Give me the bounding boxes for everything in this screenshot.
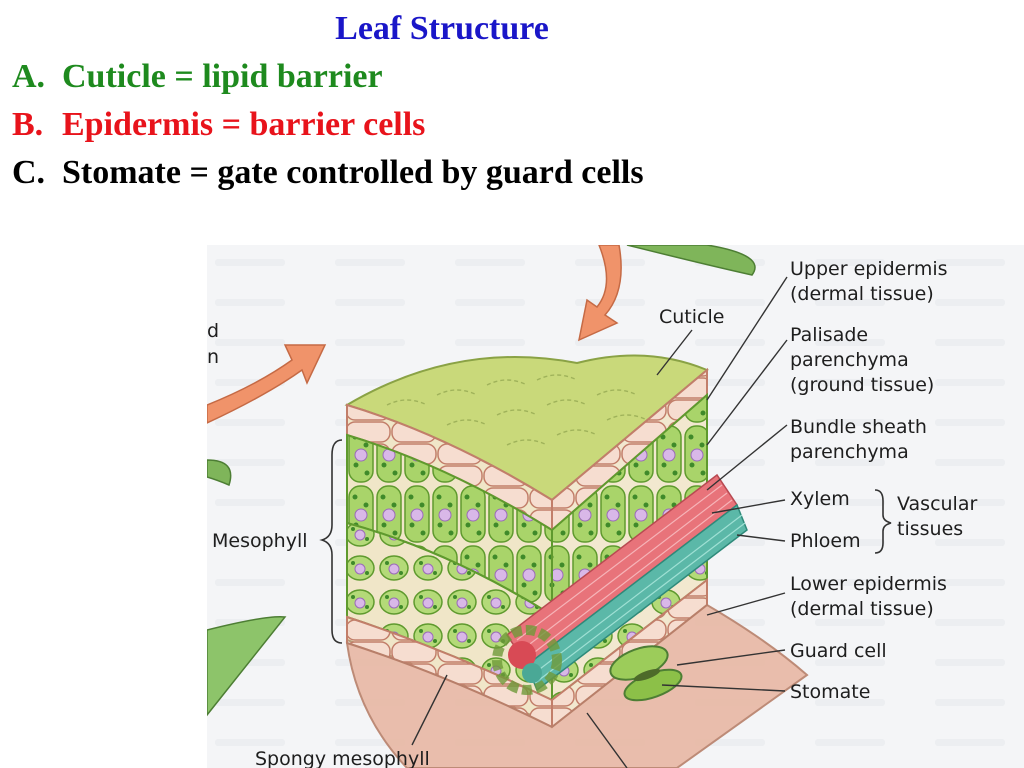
label-palisade-sub2: (ground tissue) (790, 374, 934, 396)
mesophyll-bracket (319, 439, 343, 644)
label-upper-epidermis: Upper epidermis (790, 258, 948, 280)
list-letter: B. (12, 106, 44, 143)
list-item-stomate: C. Stomate = gate controlled by guard cel… (12, 154, 644, 192)
label-xylem: Xylem (790, 488, 850, 510)
leaf-fragment-icon (207, 616, 287, 717)
label-edge-n: n (207, 346, 219, 368)
label-bundle-sheath-sub: parenchyma (790, 441, 909, 463)
label-cuticle: Cuticle (659, 306, 724, 328)
leaf-cross-section-figure: Upper epidermis (dermal tissue) Cuticle … (207, 245, 1024, 768)
label-palisade-sub: parenchyma (790, 349, 909, 371)
list-text: Epidermis = barrier cells (62, 106, 426, 143)
label-spongy-mesophyll: Spongy mesophyll (255, 748, 430, 768)
arrow-icon (207, 344, 327, 424)
lower-surface (345, 603, 809, 768)
label-upper-epidermis-sub: (dermal tissue) (790, 283, 934, 305)
list-letter: A. (12, 58, 46, 95)
label-edge-d: d (207, 320, 219, 342)
list-item-cuticle: A. Cuticle = lipid barrier (12, 58, 383, 96)
label-guard-cell: Guard cell (790, 640, 887, 662)
label-stomate: Stomate (790, 681, 870, 703)
label-bundle-sheath: Bundle sheath (790, 416, 927, 438)
label-vascular-sub: tissues (897, 518, 963, 540)
label-palisade: Palisade (790, 324, 868, 346)
guard-cell-icon (609, 645, 683, 702)
list-text: Stomate = gate controlled by guard cells (62, 154, 644, 191)
list-letter: C. (12, 154, 46, 191)
label-lower-epidermis-sub: (dermal tissue) (790, 598, 934, 620)
label-lower-epidermis: Lower epidermis (790, 573, 947, 595)
label-phloem: Phloem (790, 530, 861, 552)
label-vascular: Vascular (897, 493, 977, 515)
arrow-icon (577, 245, 622, 342)
slide-title: Leaf Structure (335, 10, 549, 47)
list-text: Cuticle = lipid barrier (62, 58, 383, 95)
leaf-fragment-icon (207, 459, 232, 487)
leader-lines (411, 276, 788, 768)
list-item-epidermis: B. Epidermis = barrier cells (12, 106, 425, 144)
leaf-diagram: Upper epidermis (dermal tissue) Cuticle … (207, 245, 1024, 768)
label-mesophyll: Mesophyll (212, 530, 308, 552)
vascular-bracket (874, 489, 892, 554)
vascular-bundle (492, 473, 748, 695)
leaf-fragment-icon (626, 245, 756, 276)
